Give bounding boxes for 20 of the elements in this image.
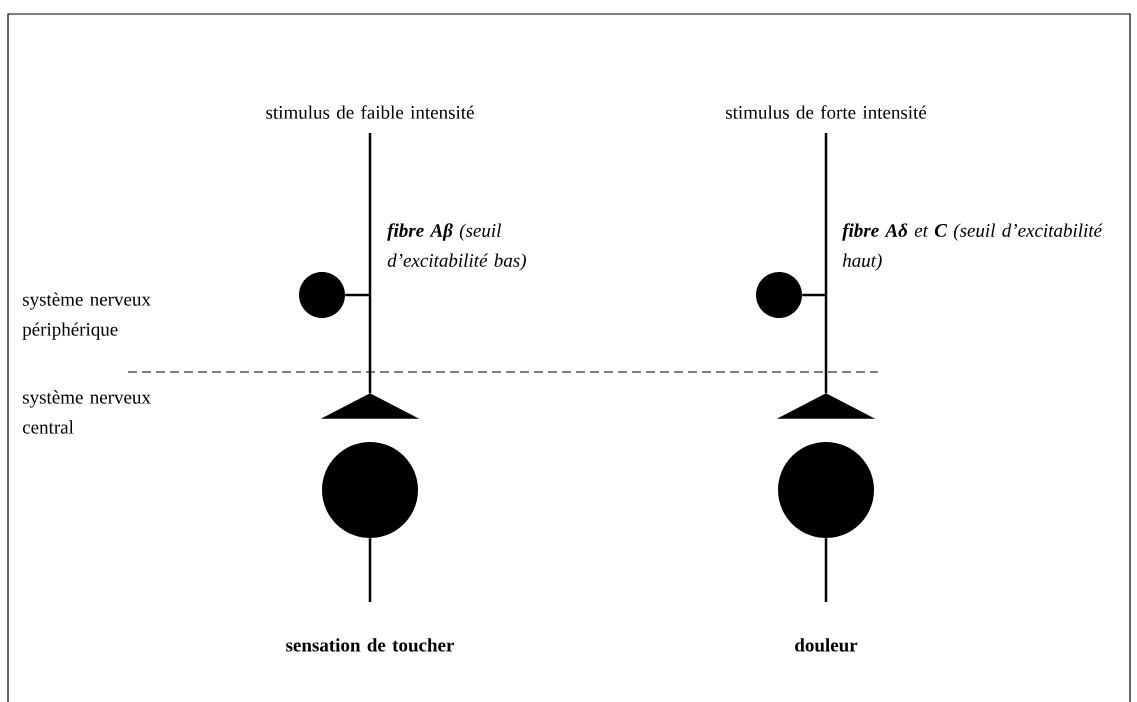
- region-label: système nerveux périphérique: [22, 292, 151, 340]
- axon-line: [368, 538, 372, 602]
- output-label: douleur: [795, 638, 858, 652]
- cell-body: [778, 442, 874, 538]
- fibre-label: fibre Aβ (seuil d’excitabilité bas): [387, 223, 526, 271]
- connector-stub: [345, 293, 370, 297]
- region-label: système nerveux central: [22, 390, 151, 434]
- connector-stub: [802, 293, 826, 297]
- ganglion-circle: [756, 272, 802, 318]
- cell-body: [322, 442, 418, 538]
- synapse-triangle: [320, 393, 420, 419]
- stimulus-label: stimulus de forte intensité: [726, 105, 927, 119]
- synapse-triangle: [776, 393, 876, 419]
- ganglion-circle: [299, 272, 345, 318]
- output-label: sensation de toucher: [286, 638, 454, 652]
- fibre-line: [824, 133, 828, 394]
- fibre-label: fibre Aδ et C (seuil d’excitabilité haut): [842, 223, 1103, 271]
- fibre-line: [368, 133, 372, 394]
- stimulus-label: stimulus de faible intensité: [266, 105, 474, 119]
- axon-line: [824, 538, 828, 602]
